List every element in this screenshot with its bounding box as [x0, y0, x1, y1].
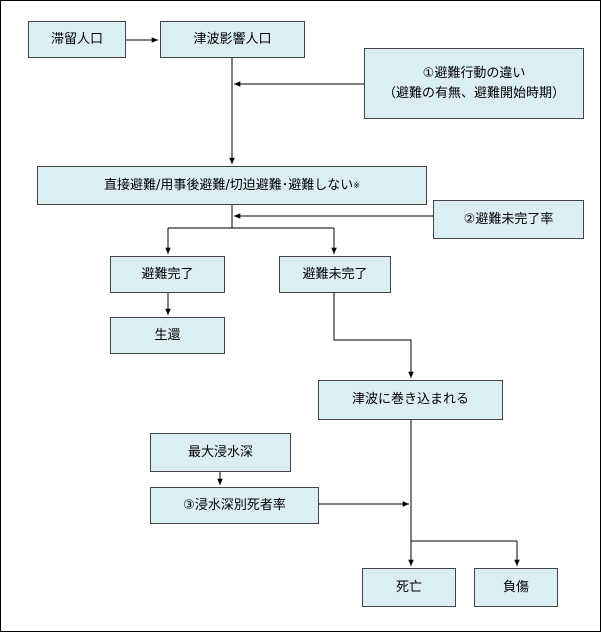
node-caught-by-tsunami: 津波に巻き込まれる — [318, 380, 503, 420]
node-injury: 負傷 — [474, 568, 558, 607]
node-survive: 生還 — [110, 317, 225, 354]
node-label: 死亡 — [395, 579, 422, 595]
node-label: 直接避難/用事後避難/切迫避難･避難しない — [104, 177, 354, 193]
node-factor3-death-rate: ③浸水深別死者率 — [150, 487, 319, 524]
node-label: ①避難行動の違い — [422, 66, 526, 81]
node-evacuation-types: 直接避難/用事後避難/切迫避難･避難しない※ — [37, 166, 427, 205]
node-tsunami-affected-population: 津波影響人口 — [160, 21, 305, 58]
node-stranded-population: 滞留人口 — [28, 21, 126, 58]
note-mark: ※ — [353, 180, 360, 190]
node-factor1-evacuation-behavior: ①避難行動の違い （避難の有無、避難開始時期） — [364, 48, 584, 119]
node-label: 津波に巻き込まれる — [351, 392, 469, 408]
node-max-inundation-depth: 最大浸水深 — [150, 433, 291, 472]
node-sublabel: （避難の有無、避難開始時期） — [382, 85, 565, 101]
node-label: 滞留人口 — [50, 31, 103, 47]
node-label: ②避難未完了率 — [463, 211, 554, 227]
node-evacuation-complete: 避難完了 — [110, 256, 225, 293]
node-label: 津波影響人口 — [193, 31, 272, 47]
node-label: 避難未完了 — [302, 266, 368, 282]
arrow-not-done-to-caught — [333, 293, 414, 378]
node-evacuation-incomplete: 避難未完了 — [279, 256, 391, 293]
node-label: 最大浸水深 — [187, 444, 253, 460]
node-label: 避難完了 — [141, 266, 194, 282]
node-factor2-incomplete-rate: ②避難未完了率 — [433, 200, 584, 239]
node-label: ③浸水深別死者率 — [183, 497, 286, 513]
node-label: 負傷 — [502, 579, 529, 595]
node-death: 死亡 — [362, 568, 456, 607]
node-label: 生還 — [154, 327, 181, 343]
